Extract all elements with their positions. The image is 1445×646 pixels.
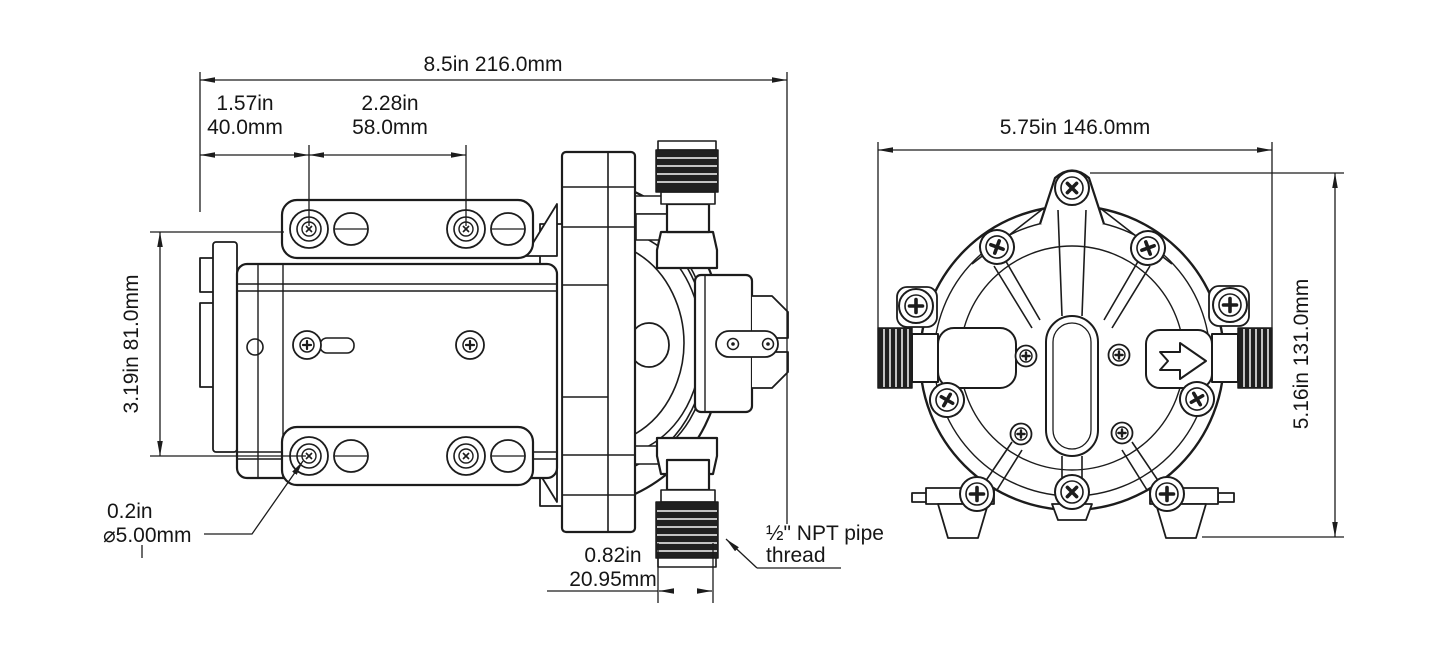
label-mount-offset-mm: 40.0mm: [207, 116, 283, 139]
label-mount-hole-dia-in: 0.2in: [107, 500, 153, 523]
dim-overall-length: [199, 72, 788, 524]
mount-hole: [445, 435, 487, 477]
side-view: [199, 140, 789, 568]
label-mount-height: 3.19in 81.0mm: [120, 275, 143, 414]
front-left-port: [877, 327, 1017, 389]
label-mount-spacing-in: 2.28in: [361, 92, 418, 115]
motor-body: [199, 241, 559, 480]
dim-mount-offset: [200, 145, 467, 226]
mounting-bracket: [280, 198, 535, 487]
dim-mount-height: [150, 231, 306, 457]
label-mount-hole-dia-mm: ⌀5.00mm: [103, 524, 192, 547]
front-left-thread: [877, 327, 913, 389]
leader-npt-note: [725, 538, 841, 569]
label-npt-note-line2: thread: [766, 544, 826, 567]
label-npt-note-line1: ½" NPT pipe: [766, 522, 884, 545]
bottom-port: [625, 436, 719, 568]
flow-direction-arrow: [1159, 342, 1207, 380]
label-port-width-mm: 20.95mm: [569, 568, 657, 591]
label-overall-length: 8.5in 216.0mm: [424, 53, 563, 76]
front-view: [877, 162, 1273, 539]
top-port-thread: [655, 149, 719, 193]
front-right-port: [1145, 327, 1273, 389]
dim-port-width: [547, 543, 714, 603]
dimension-annotations: 8.5in 216.0mm 1.57in 40.0mm 2.28in 58.0m…: [103, 53, 1344, 603]
dim-overall-height: [1090, 172, 1344, 538]
label-mount-spacing-mm: 58.0mm: [352, 116, 428, 139]
label-overall-height: 5.16in 131.0mm: [1290, 279, 1313, 430]
label-overall-width: 5.75in 146.0mm: [1000, 116, 1151, 139]
label-mount-offset-in: 1.57in: [216, 92, 273, 115]
bottom-port-thread: [655, 501, 719, 559]
pump-flange: [560, 150, 637, 534]
front-right-thread: [1237, 327, 1273, 389]
pressure-switch: [693, 273, 789, 414]
top-port: [629, 140, 719, 270]
dim-mount-hole-dia: [141, 460, 304, 558]
label-port-width-in: 0.82in: [584, 544, 641, 567]
